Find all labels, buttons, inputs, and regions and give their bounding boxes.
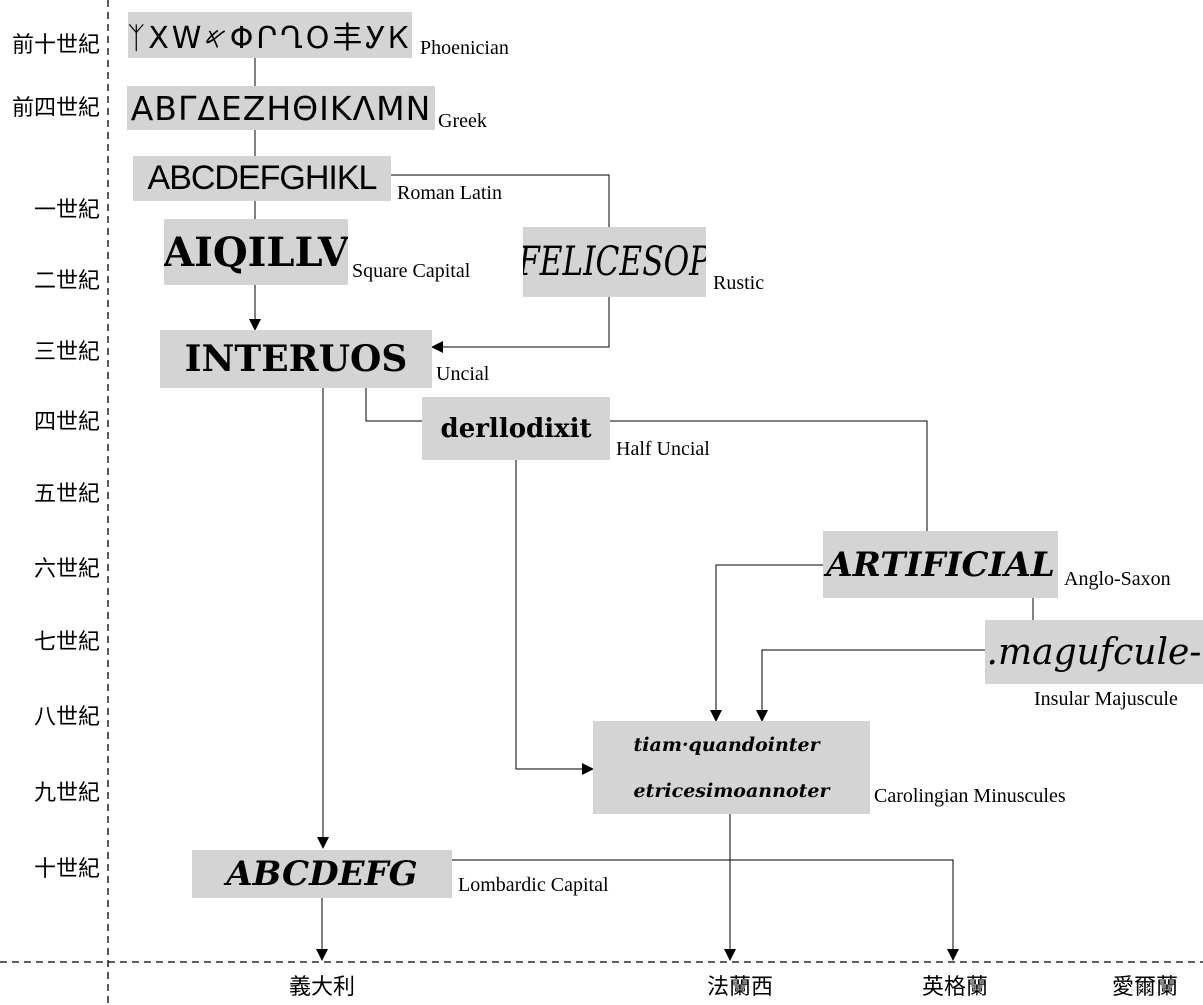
century-label: 七世紀: [33, 630, 100, 655]
century-label: 八世紀: [33, 705, 100, 730]
insular-majuscule-label: Insular Majuscule: [1034, 688, 1178, 710]
century-label: 前四世紀: [11, 96, 100, 121]
carolingian-sample-line2: etricesimoannoter: [633, 779, 830, 802]
square-capital-sample-text: AIQILLV: [164, 228, 348, 276]
country-label-italy: 義大利: [288, 975, 356, 1000]
phoenician-label: Phoenician: [420, 37, 509, 59]
greek-sample-text: ΑΒΓΔΕΖΗΘΙΚΛΜΝ: [130, 88, 432, 128]
anglo-saxon-sample-text: ARTIFICIAL: [826, 544, 1055, 585]
phoenician-sample: ᛉXW𐤀ΦՐՂO丰ᎩᏦ: [128, 12, 412, 58]
insular-majuscule-sample-text: .magufcule-: [986, 631, 1202, 673]
greek-sample: ΑΒΓΔΕΖΗΘΙΚΛΜΝ: [127, 86, 435, 130]
carolingian-sample: tiam·quandointer etricesimoannoter: [593, 721, 870, 814]
century-label: 九世紀: [33, 781, 100, 806]
country-label-france: 法蘭西: [706, 975, 774, 1000]
lombardic-capital-label: Lombardic Capital: [458, 874, 609, 896]
century-label: 一世紀: [33, 198, 100, 223]
half-uncial-label: Half Uncial: [616, 438, 710, 460]
century-label: 四世紀: [33, 410, 100, 435]
arrow-rustic-uncial: [431, 297, 610, 353]
anglo-saxon-sample: ARTIFICIAL: [823, 531, 1058, 598]
uncial-label: Uncial: [436, 363, 490, 385]
roman-latin-sample-text: ABCDEFGHIKL: [147, 159, 378, 197]
century-label: 六世紀: [33, 557, 100, 582]
square-capital-sample: AIQILLV: [164, 219, 348, 285]
rustic-sample: FELICESOP: [523, 227, 706, 297]
square-capital-label: Square Capital: [352, 260, 471, 282]
century-label: 二世紀: [33, 269, 100, 294]
uncial-sample-text: INTERUOS: [184, 338, 408, 380]
insular-majuscule-sample: .magufcule-: [985, 620, 1203, 684]
carolingian-sample-line1: tiam·quandointer: [633, 733, 820, 756]
arrow-anglo-carolingian: [710, 564, 823, 722]
anglo-saxon-label: Anglo-Saxon: [1064, 568, 1171, 590]
arrow-half-carolingian: [515, 460, 594, 775]
century-label: 三世紀: [33, 340, 100, 365]
century-label: 十世紀: [33, 857, 100, 882]
roman-latin-sample: ABCDEFGHIKL: [133, 156, 391, 201]
half-uncial-sample: derllodixit: [422, 397, 610, 460]
greek-label: Greek: [438, 110, 487, 132]
lombardic-capital-sample-text: ABCDEFG: [226, 854, 418, 894]
century-label: 前十世紀: [11, 33, 100, 58]
phoenician-sample-text: ᛉXW𐤀ΦՐՂO丰ᎩᏦ: [128, 21, 412, 56]
connector-half-anglo: [610, 420, 928, 531]
uncial-sample: INTERUOS: [160, 330, 432, 388]
country-label-ireland: 愛爾蘭: [1111, 975, 1179, 1000]
connector-roman-rustic: [391, 174, 610, 227]
century-label: 五世紀: [33, 482, 100, 507]
arrow-lombardic-england: [452, 859, 959, 961]
carolingian-label: Carolingian Minuscules: [874, 785, 1066, 807]
roman-latin-label: Roman Latin: [397, 182, 502, 204]
connector-uncial-half: [365, 388, 422, 422]
half-uncial-sample-text: derllodixit: [440, 413, 592, 444]
arrow-insular-carolingian: [756, 649, 985, 722]
rustic-sample-text: FELICESOP: [523, 239, 706, 285]
rustic-label: Rustic: [713, 272, 765, 294]
lombardic-capital-sample: ABCDEFG: [192, 850, 452, 898]
country-label-england: 英格蘭: [921, 975, 989, 1000]
